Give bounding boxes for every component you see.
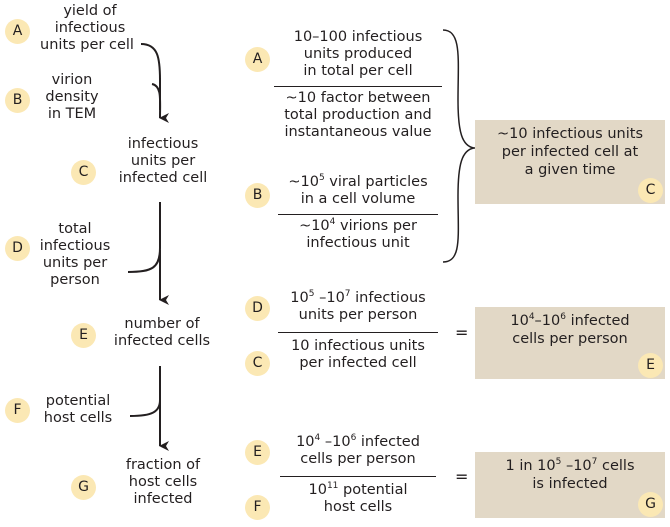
- arrow-d-to-e: [127, 202, 161, 273]
- label-total-infectious-units-per-person: total infectious units per person: [39, 221, 111, 288]
- fraction-e-over-f-bar: [280, 476, 436, 478]
- result-box-e: 104–106 infected cells per person E: [475, 307, 665, 379]
- arrow-b-to-c: [151, 83, 170, 124]
- arrow-f-to-g: [129, 366, 161, 417]
- badge-d-right: D: [245, 296, 270, 321]
- badge-g-result: G: [638, 492, 663, 517]
- equals-sign: =: [455, 467, 469, 486]
- fraction-e-over-f: 104 –106 infected cells per person 1011 …: [268, 434, 448, 516]
- label-potential-host-cells: potential host cells: [43, 393, 113, 426]
- fraction-b-bar: [278, 214, 438, 216]
- label-number-of-infected-cells: number of infected cells: [113, 316, 211, 349]
- badge-c-right: C: [245, 351, 270, 376]
- fraction-d-over-c-bar: [278, 332, 438, 334]
- label-fraction-of-host-cells-infected: fraction of host cells infected: [125, 457, 201, 507]
- badge-d-left: D: [5, 236, 30, 261]
- badge-e-result: E: [638, 353, 663, 378]
- label-infectious-units-per-infected-cell: infectious units per infected cell: [118, 136, 208, 186]
- badge-e-left: E: [71, 323, 96, 348]
- badge-b-left: B: [5, 88, 30, 113]
- badge-c-result: C: [638, 178, 663, 203]
- badge-a-right: A: [245, 47, 270, 72]
- fraction-b: ~105 viral particles in a cell volume ~1…: [268, 174, 448, 252]
- fraction-a-bar: [274, 86, 442, 88]
- badge-g-left: G: [71, 475, 96, 500]
- badge-e-right: E: [245, 440, 270, 465]
- badge-f-right: F: [245, 495, 270, 520]
- badge-a-left: A: [5, 19, 30, 44]
- label-yield-of-infectious-units: yield of infectious units per cell: [30, 3, 150, 54]
- result-box-c: ~10 infectious units per infected cell a…: [475, 120, 665, 204]
- fraction-d-over-c: 105 –107 infectious units per person 10 …: [268, 290, 448, 372]
- label-virion-density: virion density in TEM: [45, 72, 99, 122]
- label-line: infectious: [54, 20, 126, 36]
- fraction-a: 10–100 infectious units produced in tota…: [268, 29, 448, 141]
- result-box-g: 1 in 105 –107 cells is infected G: [475, 452, 665, 518]
- equals-sign: =: [455, 323, 469, 342]
- badge-f-left: F: [5, 398, 30, 423]
- label-line: units per cell: [40, 37, 134, 53]
- label-line: yield of: [63, 3, 117, 19]
- badge-c-left: C: [71, 160, 96, 185]
- badge-b-right: B: [245, 183, 270, 208]
- arrow-a-to-c: [140, 43, 161, 81]
